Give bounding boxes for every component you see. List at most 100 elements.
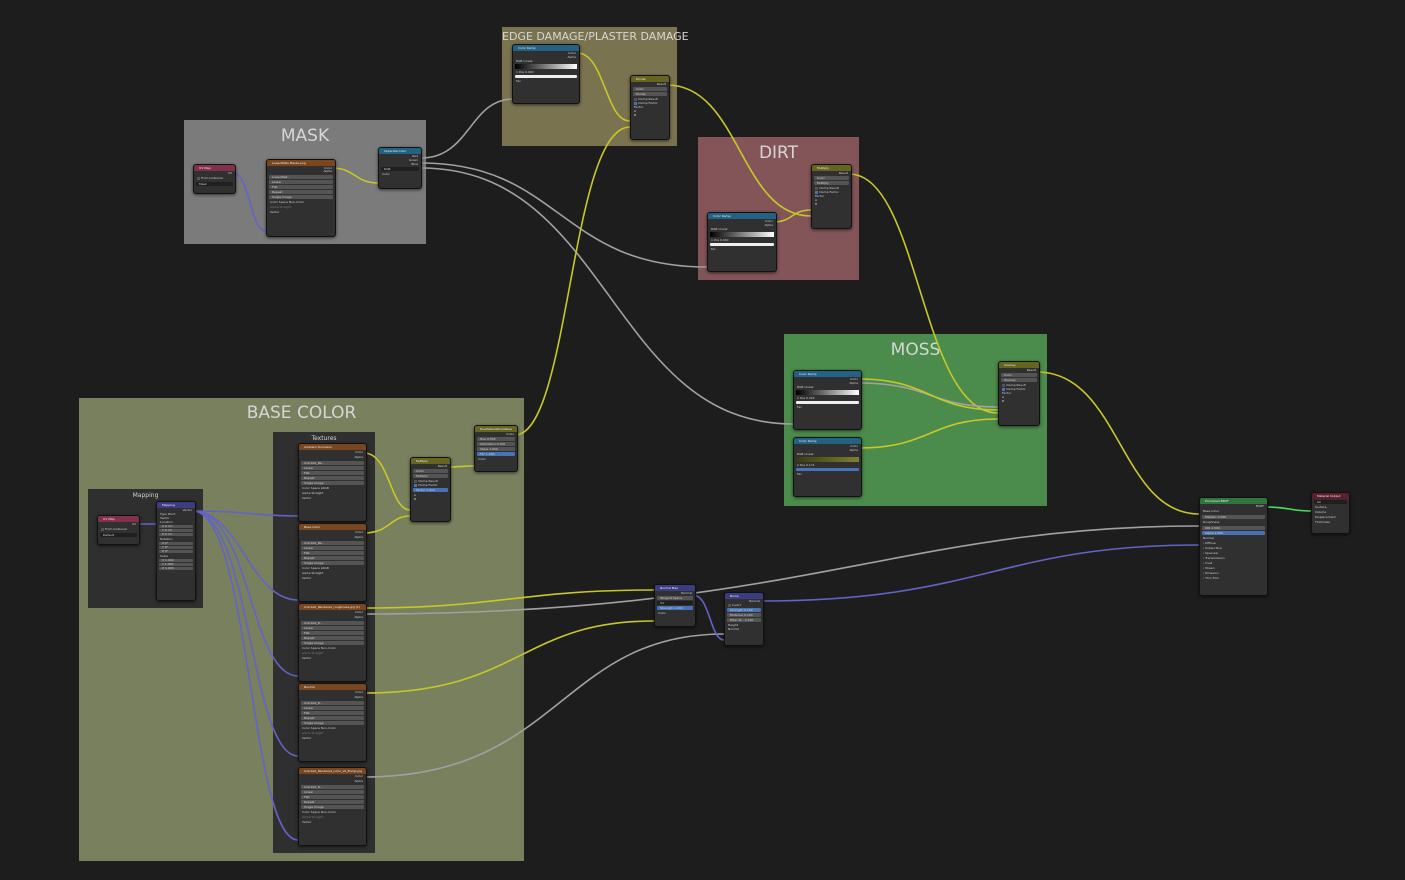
mapping-node[interactable]: Mapping Vector Type Point Vector Locatio… (156, 501, 196, 601)
colorspace-field[interactable]: Color Space Non-Color (302, 646, 336, 650)
colorspace-field[interactable]: Color Space Non-Color (270, 200, 304, 204)
link-bump-to-bsdf[interactable] (760, 544, 1200, 602)
blend-mode-dropdown[interactable]: Multiply (814, 181, 849, 185)
mask-image-texture-node[interactable]: LowerWalls Masks.png Color Alpha LowerWa… (266, 159, 336, 237)
value-field[interactable]: Value 1.000 (477, 447, 515, 451)
link-dirt-ramp-to-multiply[interactable] (773, 209, 812, 223)
alpha-slider[interactable]: Alpha 1.000 (1202, 531, 1265, 535)
link-hsv-to-divide[interactable] (514, 126, 631, 436)
ramp-stop-color[interactable] (796, 468, 859, 471)
metallic-field[interactable]: Metallic 0.000 (1202, 515, 1265, 519)
scale-y[interactable]: Y 1.000 (159, 563, 193, 566)
panel-diffuse[interactable]: › Diffuse (1203, 541, 1216, 545)
extension-dropdown[interactable]: Repeat (301, 636, 364, 640)
link-multiply-dirt-to-overlay[interactable] (848, 173, 999, 414)
color-ramp-gradient[interactable] (710, 232, 774, 237)
data-type-dropdown[interactable]: Color (413, 469, 448, 473)
link-divide-to-multiply-dirt[interactable] (666, 84, 812, 217)
clamp-result-checkbox[interactable]: Clamp Result (631, 97, 669, 101)
alpha-mode-field[interactable]: Alpha Straight (302, 815, 324, 819)
rotation-z[interactable]: Z 0° (159, 550, 193, 553)
panel-coat[interactable]: › Coat (1203, 561, 1213, 565)
color-ramp-gradient[interactable] (515, 64, 577, 69)
panel-specular[interactable]: › Specular (1203, 551, 1219, 555)
location-y[interactable]: Y 0 cm (159, 529, 193, 532)
panel-thin-film[interactable]: › Thin Film (1203, 576, 1219, 580)
link-moss-ramp1-to-overlay[interactable] (858, 382, 999, 408)
interpolation-dropdown[interactable]: Linear (269, 180, 333, 184)
clamp-factor-checkbox[interactable]: Clamp Factor (999, 387, 1039, 391)
link-roughness-yellow-to-normal[interactable] (363, 589, 655, 609)
blend-mode-dropdown[interactable]: Divide (633, 92, 667, 96)
clamp-result-checkbox[interactable]: Clamp Result (812, 186, 851, 190)
ramp-mode-row[interactable]: RGB Linear (711, 227, 728, 231)
scale-z[interactable]: Z 1.000 (159, 567, 193, 570)
extension-dropdown[interactable]: Repeat (301, 800, 364, 804)
link-normal-tex-to-normal-map[interactable] (363, 620, 655, 694)
texture-node-base-color[interactable]: Base Color Color Alpha Cracked_Re... Lin… (298, 523, 367, 602)
clamp-factor-checkbox[interactable]: Clamp Factor (411, 483, 450, 487)
overlay-mix-node[interactable]: Overlay Result Color Overlay Clamp Resul… (998, 361, 1040, 426)
panel-emission[interactable]: › Emission (1203, 571, 1219, 575)
image-file-field[interactable]: LowerWall... (269, 175, 333, 179)
mode-dropdown[interactable]: RGB (381, 167, 419, 171)
link-ao-to-multiply[interactable] (363, 452, 411, 511)
projection-dropdown[interactable]: Flat (301, 631, 364, 635)
distance-field[interactable]: Distance 0.100 (727, 613, 761, 617)
strength-slider[interactable]: Strength 0.100 (727, 608, 761, 612)
multiply-dirt-node[interactable]: Multiply Result Color Multiply Clamp Res… (811, 164, 852, 229)
link-moss-ramp1-color-to-overlay[interactable] (858, 378, 999, 411)
image-file-field[interactable]: Cracked_Re... (301, 461, 364, 465)
link-uvmap-to-mask-image[interactable] (232, 172, 267, 232)
colorspace-field[interactable]: Color Space sRGB (302, 486, 329, 490)
projection-dropdown[interactable]: Flat (269, 185, 333, 189)
image-file-field[interactable]: Cracked_Re... (301, 541, 364, 545)
uv-map-field[interactable]: Mask (196, 182, 233, 186)
texture-node-bump[interactable]: Cracked_Rendered_color_v0_Bump.jpg Color… (298, 767, 367, 846)
source-dropdown[interactable]: Single Image (301, 805, 364, 809)
alpha-mode-field[interactable]: Alpha Straight (302, 491, 324, 495)
data-type-dropdown[interactable]: Color (1001, 373, 1037, 377)
texture-node-ambient-occlusion[interactable]: Ambient Occlusion Color Alpha Cracked_Re… (298, 443, 367, 522)
clamp-result-checkbox[interactable]: Clamp Result (999, 383, 1039, 387)
link-mapping-to-tex4[interactable] (192, 510, 299, 757)
target-dropdown[interactable]: All (1314, 500, 1347, 504)
divide-mix-node[interactable]: Divide Result Color Divide Clamp Result … (630, 75, 670, 140)
image-file-field[interactable]: Cracked_R... (301, 621, 364, 625)
principled-bsdf-node[interactable]: Principled BSDF BSDF Base Color Metallic… (1199, 497, 1268, 596)
extension-dropdown[interactable]: Repeat (269, 190, 333, 194)
projection-dropdown[interactable]: Flat (301, 795, 364, 799)
scale-x[interactable]: X 1.000 (159, 559, 193, 562)
hue-saturation-value-node[interactable]: Hue/Saturation/Value Color Hue 0.500 Sat… (474, 425, 518, 472)
normal-map-node[interactable]: Normal Map Normal Tangent Space UV Stren… (654, 584, 696, 627)
ramp-stop-color[interactable] (796, 401, 859, 404)
source-dropdown[interactable]: Single Image (301, 641, 364, 645)
type-dropdown[interactable]: Type Point (160, 512, 176, 516)
colorspace-field[interactable]: Color Space Non-Color (302, 726, 336, 730)
source-dropdown[interactable]: Single Image (301, 561, 364, 565)
link-normal-map-to-bump[interactable] (692, 594, 725, 641)
extension-dropdown[interactable]: Repeat (301, 476, 364, 480)
panel-transmission[interactable]: › Transmission (1203, 556, 1225, 560)
interpolation-dropdown[interactable]: Linear (301, 546, 364, 550)
alpha-mode-field[interactable]: Alpha Straight (302, 731, 324, 735)
ramp-mode-row[interactable]: RGB Linear (797, 385, 814, 389)
ramp-stop-row[interactable]: 1 Pos 0.322 (797, 396, 815, 400)
interpolation-dropdown[interactable]: Linear (301, 790, 364, 794)
link-mapping-to-tex1[interactable] (192, 510, 299, 517)
link-bsdf-to-output[interactable] (1264, 506, 1312, 512)
projection-dropdown[interactable]: Flat (301, 471, 364, 475)
data-type-dropdown[interactable]: Color (814, 176, 849, 180)
saturation-field[interactable]: Saturation 0.700 (477, 442, 515, 446)
uv-map-field[interactable]: Default (100, 533, 137, 537)
factor-slider[interactable]: Factor 1.000 (413, 488, 448, 492)
image-file-field[interactable]: Cracked_R... (301, 701, 364, 705)
colorspace-field[interactable]: Color Space sRGB (302, 566, 329, 570)
extension-dropdown[interactable]: Repeat (301, 716, 364, 720)
fac-slider[interactable]: Fac 1.000 (477, 452, 515, 456)
from-instancer-checkbox[interactable]: From Instancer (98, 527, 139, 532)
location-x[interactable]: X 0 cm (159, 525, 193, 528)
from-instancer-checkbox[interactable]: From Instancer (194, 176, 235, 181)
link-mask-red-to-moss-ramp[interactable] (420, 167, 794, 425)
texture-node-normal[interactable]: Normal Color Alpha Cracked_R... Linear F… (298, 683, 367, 762)
